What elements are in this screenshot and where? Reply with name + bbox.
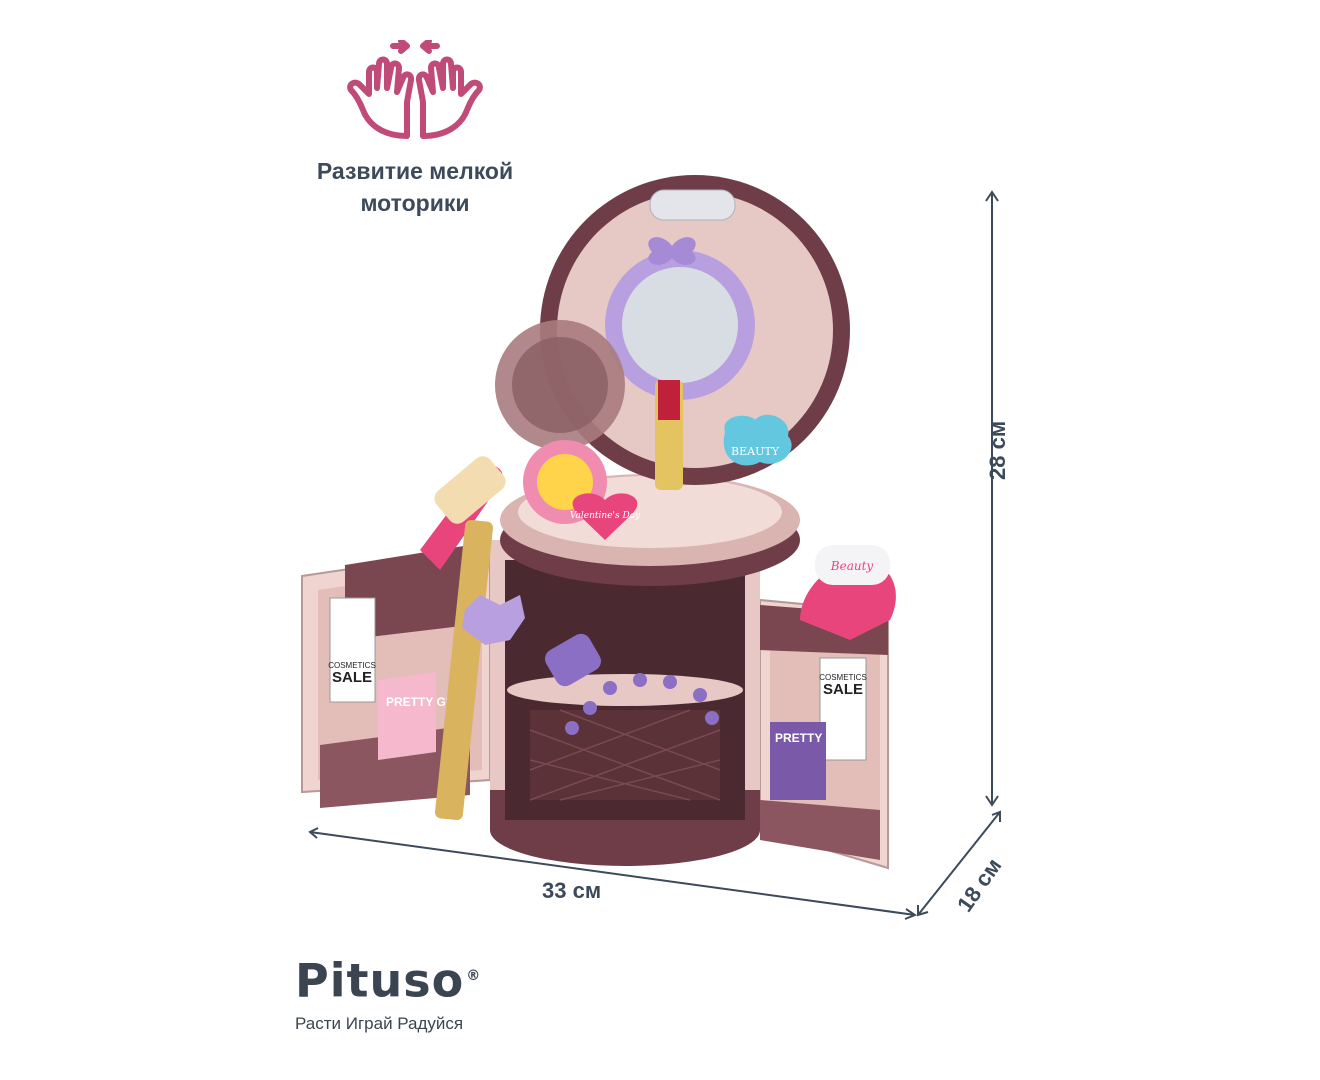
mirror-lid xyxy=(495,175,850,485)
badge-label: BEAUTY xyxy=(731,445,780,458)
tag-left-title: SALE xyxy=(332,669,372,686)
vanity-body xyxy=(490,474,800,866)
accessories: Valentine's Day BEAUTY Beauty xyxy=(420,380,896,821)
brand-tagline: Расти Играй Радуйся xyxy=(295,1014,464,1034)
registered-mark-icon: ® xyxy=(466,968,482,984)
tag-right-title: SALE xyxy=(823,681,863,698)
heart-label: Valentine's Day xyxy=(570,511,641,521)
brand-block: Pituso® Расти Играй Радуйся xyxy=(295,948,555,1048)
dryer-label: Beauty xyxy=(830,559,874,573)
dimension-lines xyxy=(308,190,1001,920)
dimension-width-label: 33 см xyxy=(542,878,602,903)
dimension-height-label: 28 см xyxy=(985,420,1010,480)
tag-right-top: COSMETICS xyxy=(819,673,867,682)
brand-logo-text: Pituso xyxy=(295,953,465,1008)
right-door: COSMETICS SALE PRETTY GIFT xyxy=(759,598,889,870)
feature-caption: Развитие мелкой моторики xyxy=(316,158,514,216)
tag-left-top: COSMETICS xyxy=(328,661,376,670)
box-right-label: PRETTY GIFT xyxy=(775,731,853,745)
feature-block: Развитие мелкой моторики xyxy=(290,40,540,230)
hands-press-together-icon xyxy=(347,40,483,139)
left-door: COSMETICS SALE PRETTY GIFT xyxy=(301,545,491,808)
brand-logo: Pituso® xyxy=(295,948,555,1008)
box-left-label: PRETTY GIFT xyxy=(386,695,464,709)
